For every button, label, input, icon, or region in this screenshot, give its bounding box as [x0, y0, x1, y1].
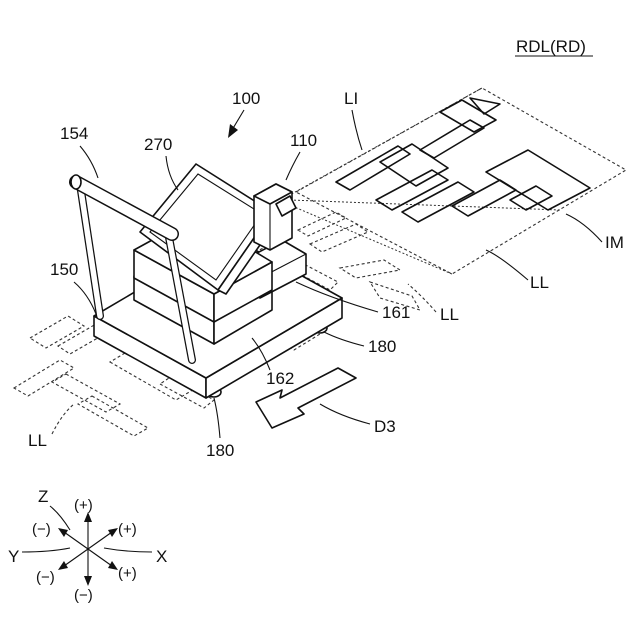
axis-x-minus-label: (−): [36, 569, 55, 586]
axis-z-label: Z: [38, 487, 48, 506]
leader-d3: [320, 404, 370, 424]
label-154: 154: [60, 124, 88, 143]
image-glyph-7: [402, 182, 474, 222]
image-glyph-4: [440, 100, 496, 132]
leader-li: [352, 110, 362, 150]
lane-mark-5: [78, 396, 148, 436]
image-glyph-1: [336, 146, 410, 190]
image-glyph-3: [420, 120, 484, 158]
axis-x-plus-label: (+): [118, 521, 137, 538]
leader-180-bottom: [214, 398, 220, 438]
leader-180-right: [324, 332, 364, 346]
leader-ll-right: [486, 250, 528, 280]
lane-mark-4: [52, 374, 120, 412]
axis-x-leader: [104, 548, 152, 552]
lane-mark-9: [310, 224, 368, 252]
projected-image: [288, 88, 626, 274]
label-180-right: 180: [368, 337, 396, 356]
axis-z-minus-label: (−): [74, 587, 93, 604]
axis-y-plus-arrow: [108, 561, 118, 570]
leader-100-arrowhead: [228, 124, 238, 138]
leader-270: [166, 156, 178, 190]
axis-x-minus-arrow: [58, 561, 68, 570]
axis-y-label: Y: [8, 547, 19, 566]
axis-x-label: X: [156, 547, 167, 566]
label-150: 150: [50, 260, 78, 279]
handle-left-post: [80, 184, 100, 316]
axis-y-minus-arrow: [58, 528, 68, 537]
axis-z-minus-arrow: [84, 576, 92, 586]
label-ll-right: LL: [530, 273, 549, 292]
leader-110: [286, 152, 300, 180]
image-glyph-9: [486, 150, 590, 210]
lane-mark-8: [298, 212, 346, 236]
label-ll-left: LL: [28, 431, 47, 450]
axis-y-plus-label: (+): [118, 565, 137, 582]
label-ll-mid: LL: [440, 305, 459, 324]
lane-mark-2: [30, 316, 84, 348]
axis-y-minus-label: (−): [32, 521, 51, 538]
handle-bar-end: [71, 175, 81, 189]
image-glyph-5: [470, 98, 500, 114]
leader-154: [80, 146, 98, 178]
label-100: 100: [232, 89, 260, 108]
lane-mark-1: [14, 360, 74, 396]
axis-y-leader: [22, 548, 70, 552]
label-180-bottom: 180: [206, 441, 234, 460]
label-161: 161: [382, 303, 410, 322]
axis-x-plus-arrow: [108, 528, 118, 537]
label-162: 162: [266, 369, 294, 388]
title-label: RDL(RD): [516, 37, 586, 56]
lane-mark-12: [340, 260, 400, 278]
axis-z-plus-label: (+): [74, 497, 93, 514]
axis-z-leader: [50, 506, 70, 530]
label-im: IM: [605, 233, 624, 252]
label-d3: D3: [374, 417, 396, 436]
leader-ll-left: [52, 404, 74, 434]
image-boundary: [296, 88, 626, 274]
label-li: LI: [344, 89, 358, 108]
label-110: 110: [290, 131, 317, 150]
label-270: 270: [144, 135, 172, 154]
leader-im: [566, 214, 602, 242]
